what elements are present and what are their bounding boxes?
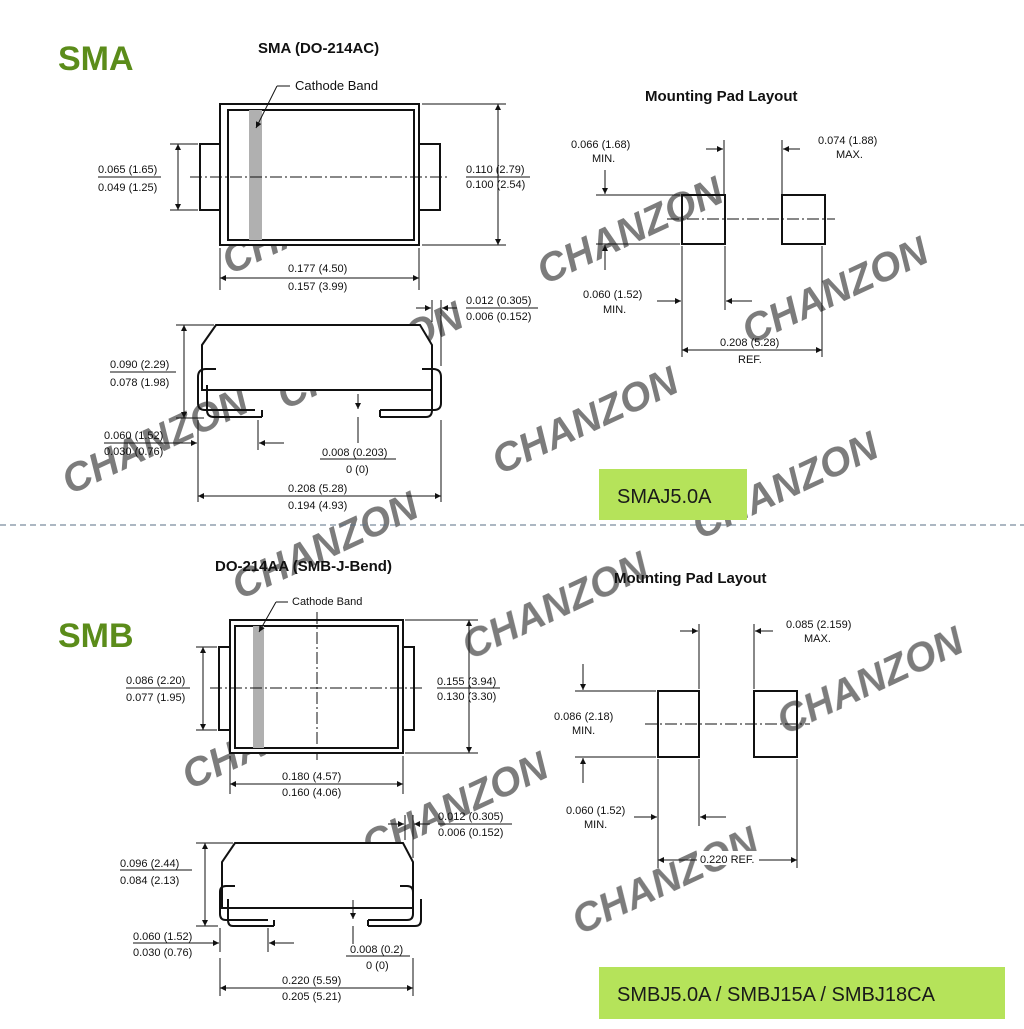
sma-pad-gap-note: MIN.: [603, 304, 626, 316]
watermark: CHANZON: [455, 543, 656, 668]
smb-height-max: 0.096 (2.44): [120, 858, 179, 870]
smb-side-view: 0.012 (0.305) 0.006 (0.152) 0.096 (2.44)…: [120, 811, 512, 1003]
sma-left-jlead-inner: [206, 385, 262, 418]
watermark-layer: CHANZON CHANZON CHANZON CHANZON CHANZON …: [55, 158, 971, 943]
sma-overall-length-min: 0.194 (4.93): [288, 500, 347, 512]
sma-pad-width-note: MAX.: [836, 149, 863, 161]
smb-cathode-band: [253, 626, 264, 748]
smb-standoff-max: 0.008 (0.2): [350, 944, 403, 956]
sma-pad-gap-value: 0.060 (1.52): [583, 289, 642, 301]
sma-pad-width-value: 0.074 (1.88): [818, 135, 877, 147]
sma-body-inner: [227, 109, 415, 241]
watermark: CHANZON: [735, 228, 936, 353]
sma-body-length-min: 0.157 (3.99): [288, 281, 347, 293]
sma-pad-title: Mounting Pad Layout: [645, 88, 797, 105]
smb-pad-width-value: 0.085 (2.159): [786, 619, 851, 631]
sma-right-jlead-outer: [380, 368, 442, 411]
smb-top-view: Cathode Band 0.086 (2.20) 0.077 (1.95) 0…: [126, 596, 500, 799]
smb-mounting-pad-layout: Mounting Pad Layout 0.085 (2.159) MAX. 0…: [554, 570, 851, 868]
smb-body-height-max: 0.086 (2.20): [126, 675, 185, 687]
smb-pad-span-value: 0.220 REF.: [700, 854, 754, 866]
sma-package-title: SMA (DO-214AC): [258, 40, 379, 57]
smb-body-width-min: 0.130 (3.30): [437, 691, 496, 703]
sma-body-width-min: 0.100 (2.54): [466, 179, 525, 191]
smb-lead-length-min: 0.030 (0.76): [133, 947, 192, 959]
smb-section: SMB DO-214AA (SMB-J-Bend) Cathode Band 0…: [58, 558, 1005, 1019]
sma-pad-height-value: 0.066 (1.68): [571, 139, 630, 151]
sma-section-label: SMA: [58, 40, 134, 78]
smb-package-title: DO-214AA (SMB-J-Bend): [215, 558, 392, 575]
smb-part-badge: [599, 967, 1005, 1019]
sma-lead-length-min: 0.030 (0.76): [104, 446, 163, 458]
sma-left-jlead-outer: [197, 368, 255, 411]
smb-pad-width-note: MAX.: [804, 633, 831, 645]
smb-section-label: SMB: [58, 617, 134, 655]
sma-pad-span-note: REF.: [738, 354, 762, 366]
sma-standoff-min: 0 (0): [346, 464, 369, 476]
smb-right-jlead-inner: [368, 899, 422, 927]
sma-mounting-pad-layout: Mounting Pad Layout 0.074 (1.88) MAX. 0.…: [571, 88, 877, 366]
sma-cathode-band: [249, 110, 262, 240]
watermark: CHANZON: [565, 818, 766, 943]
smb-body-height-min: 0.077 (1.95): [126, 692, 185, 704]
smb-lead-length-max: 0.060 (1.52): [133, 931, 192, 943]
smb-body-length-min: 0.160 (4.06): [282, 787, 341, 799]
smb-lead-thickness-max: 0.012 (0.305): [438, 811, 503, 823]
watermark: CHANZON: [530, 168, 731, 293]
sma-part-badge: [599, 469, 747, 520]
sma-body-height-max: 0.065 (1.65): [98, 164, 157, 176]
watermark: CHANZON: [485, 358, 686, 483]
sma-part-badge-label: SMAJ5.0A: [617, 486, 712, 508]
smb-cathode-label: Cathode Band: [292, 596, 362, 608]
smb-left-jlead-outer: [219, 885, 268, 921]
sma-standoff-max: 0.008 (0.203): [322, 447, 387, 459]
smb-height-min: 0.084 (2.13): [120, 875, 179, 887]
sma-lead-length-max: 0.060 (1.52): [104, 430, 163, 442]
smb-cathode-leader: [258, 601, 277, 633]
sma-pad-span-value: 0.208 (5.28): [720, 337, 779, 349]
sma-cathode-label: Cathode Band: [295, 78, 378, 93]
sma-body-length-max: 0.177 (4.50): [288, 263, 347, 275]
sma-pad-height-note: MIN.: [592, 153, 615, 165]
smb-body-length-max: 0.180 (4.57): [282, 771, 341, 783]
sma-lead-thickness-min: 0.006 (0.152): [466, 311, 531, 323]
smb-pad-gap-value: 0.060 (1.52): [566, 805, 625, 817]
sma-cathode-leader: [255, 85, 278, 129]
sma-side-view: 0.012 (0.305) 0.006 (0.152) 0.090 (2.29)…: [104, 295, 538, 512]
smb-side-body: [221, 842, 414, 909]
smb-left-jlead-inner: [227, 899, 274, 927]
sma-side-body: [201, 324, 433, 391]
sma-body-width-max: 0.110 (2.79): [466, 164, 525, 176]
sma-height-min: 0.078 (1.98): [110, 377, 169, 389]
sma-overall-length-max: 0.208 (5.28): [288, 483, 347, 495]
sma-lead-thickness-max: 0.012 (0.305): [466, 295, 531, 307]
sma-top-view: Cathode Band 0.065 (1.65) 0.049 (1.25) 0…: [98, 78, 530, 293]
smb-part-badge-label: SMBJ5.0A / SMBJ15A / SMBJ18CA: [617, 984, 936, 1006]
sma-section: SMA SMA (DO-214AC) Cathode Band 0.065 (1…: [58, 40, 877, 520]
smb-lead-thickness-min: 0.006 (0.152): [438, 827, 503, 839]
smb-overall-length-max: 0.220 (5.59): [282, 975, 341, 987]
smb-pad-left: [657, 690, 700, 758]
smb-pad-title: Mounting Pad Layout: [614, 570, 766, 587]
smb-pad-height-value: 0.086 (2.18): [554, 711, 613, 723]
smb-standoff-min: 0 (0): [366, 960, 389, 972]
smb-body-width-max: 0.155 (3.94): [437, 676, 496, 688]
smb-pad-height-note: MIN.: [572, 725, 595, 737]
smb-overall-length-min: 0.205 (5.21): [282, 991, 341, 1003]
sma-body-height-min: 0.049 (1.25): [98, 182, 157, 194]
sma-height-max: 0.090 (2.29): [110, 359, 169, 371]
smb-pad-gap-note: MIN.: [584, 819, 607, 831]
sma-right-jlead-inner: [380, 385, 433, 418]
smb-right-jlead-outer: [368, 885, 414, 921]
